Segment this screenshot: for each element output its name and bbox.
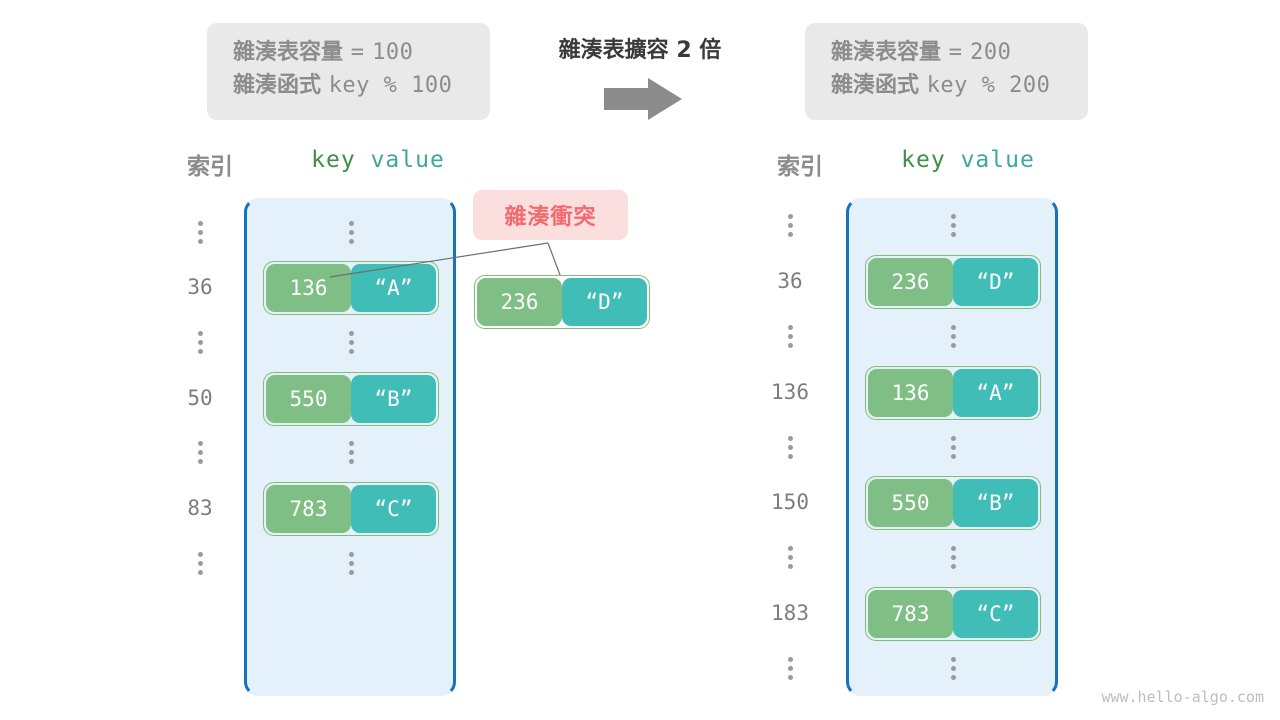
right-function-expression: key % 200 [926, 72, 1051, 98]
left-hash-info-box: 雜湊表容量 = 100 雜湊函式 key % 100 [207, 23, 490, 120]
vertical-ellipsis-icon [865, 530, 1041, 586]
collision-pair-key: 236 [477, 278, 562, 326]
row-index-label: 150 [771, 490, 809, 515]
right-function-line: 雜湊函式 key % 200 [831, 70, 1062, 103]
left-function-line: 雜湊函式 key % 100 [233, 70, 464, 103]
row-key-cell: 136 [868, 368, 953, 417]
vertical-ellipsis-icon [150, 425, 250, 481]
left-capacity-label: 雜湊表容量 [233, 40, 344, 65]
row-key-cell: 236 [868, 258, 953, 306]
vertical-ellipsis-icon [150, 535, 250, 591]
row-index-label: 36 [777, 269, 803, 293]
table-row[interactable]: 550“B” [865, 476, 1041, 531]
table-row[interactable]: 236“D” [865, 255, 1041, 309]
watermark: www.hello-algo.com [1101, 688, 1264, 706]
right-capacity-equals: = [948, 40, 963, 65]
row-key-cell: 550 [868, 479, 953, 528]
left-capacity-value: 100 [372, 40, 414, 65]
row-index-label: 136 [771, 379, 809, 404]
row-index-label: 36 [187, 275, 213, 300]
expand-title: 雜湊表擴容 2 倍 [558, 38, 722, 63]
vertical-ellipsis-icon [263, 535, 439, 591]
right-capacity-label: 雜湊表容量 [831, 40, 942, 65]
table-row[interactable]: 783“C” [263, 482, 439, 536]
left-capacity-equals: = [350, 40, 365, 65]
vertical-ellipsis-icon [263, 204, 439, 260]
right-header-key: key [901, 147, 946, 173]
row-key-cell: 783 [868, 590, 953, 638]
row-index-label: 50 [187, 385, 213, 410]
row-index-label: 83 [187, 496, 213, 520]
right-capacity-line: 雜湊表容量 = 200 [831, 37, 1062, 70]
row-value-cell: “B” [953, 479, 1038, 528]
table-row[interactable]: 136“A” [865, 365, 1041, 420]
right-function-label: 雜湊函式 [831, 72, 920, 98]
vertical-ellipsis-icon [263, 314, 439, 370]
row-value-cell: “D” [953, 258, 1038, 306]
right-header-key-value: key value [858, 147, 1078, 177]
vertical-ellipsis-icon [865, 308, 1041, 364]
row-value-cell: “C” [953, 590, 1038, 638]
collision-badge: 雜湊衝突 [473, 190, 628, 240]
collision-pair-detached[interactable]: 236 “D” [474, 275, 650, 329]
right-hash-info-box: 雜湊表容量 = 200 雜湊函式 key % 200 [805, 23, 1088, 120]
left-header-key: key [311, 147, 356, 173]
vertical-ellipsis-icon [740, 419, 840, 475]
collision-pair-value: “D” [562, 278, 647, 326]
vertical-ellipsis-icon [865, 198, 1041, 254]
vertical-ellipsis-icon [865, 419, 1041, 475]
right-header-value: value [960, 147, 1035, 173]
row-key-cell: 550 [266, 374, 351, 423]
left-header-key-value: key value [268, 147, 488, 177]
vertical-ellipsis-icon [740, 308, 840, 364]
vertical-ellipsis-icon [263, 425, 439, 481]
row-value-cell: “A” [953, 368, 1038, 417]
left-header-index: 索引 [187, 154, 233, 180]
left-function-expression: key % 100 [328, 72, 453, 98]
left-function-label: 雜湊函式 [233, 72, 322, 98]
right-capacity-value: 200 [970, 40, 1012, 65]
row-value-cell: “A” [351, 264, 436, 313]
vertical-ellipsis-icon [150, 204, 250, 260]
left-capacity-line: 雜湊表容量 = 100 [233, 37, 464, 70]
table-row[interactable]: 783“C” [865, 587, 1041, 641]
vertical-ellipsis-icon [150, 314, 250, 370]
row-key-cell: 783 [266, 485, 351, 533]
right-header-index: 索引 [777, 154, 823, 180]
table-row[interactable]: 136“A” [263, 261, 439, 316]
row-value-cell: “B” [351, 374, 436, 423]
left-header-value: value [370, 147, 445, 173]
table-row[interactable]: 550“B” [263, 371, 439, 426]
vertical-ellipsis-icon [740, 530, 840, 586]
vertical-ellipsis-icon [740, 640, 840, 696]
row-index-label: 183 [771, 601, 809, 625]
row-key-cell: 136 [266, 264, 351, 313]
right-arrow-icon [604, 78, 682, 120]
vertical-ellipsis-icon [740, 198, 840, 254]
row-value-cell: “C” [351, 485, 436, 533]
vertical-ellipsis-icon [865, 640, 1041, 696]
